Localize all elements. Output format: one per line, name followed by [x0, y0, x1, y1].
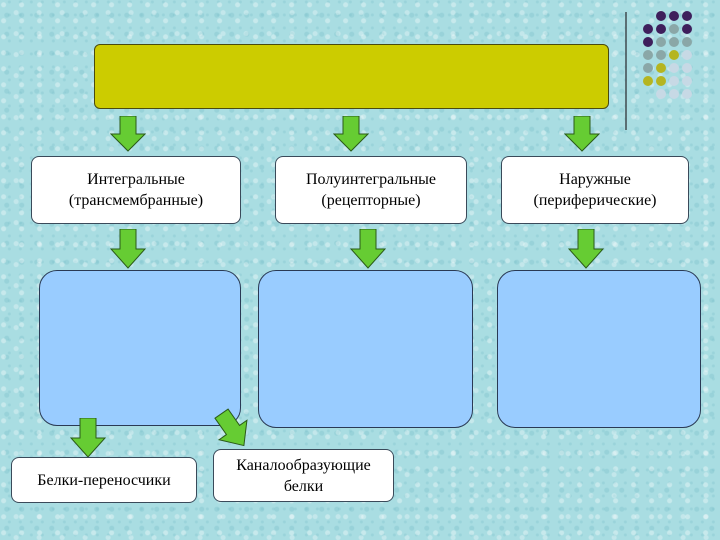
decorative-dot [643, 63, 653, 73]
decorative-dot [682, 37, 692, 47]
decorative-dot [656, 89, 666, 99]
decorative-dot [669, 37, 679, 47]
decorative-dot [656, 50, 666, 60]
decorative-dot [643, 37, 653, 47]
integral-panel [39, 270, 241, 426]
decorative-dot [682, 11, 692, 21]
title-box [94, 44, 609, 109]
decorative-dot [682, 76, 692, 86]
category-integral-box: Интегральные (трансмембранные) [31, 156, 241, 224]
decorative-dot [643, 76, 653, 86]
decorative-dot [669, 63, 679, 73]
arrow-down-icon [333, 116, 369, 152]
decorative-dot [656, 11, 666, 21]
arrow-down-icon [564, 116, 600, 152]
category-semi-integral-box: Полуинтегральные (рецепторные) [275, 156, 467, 224]
arrow-down-icon [110, 116, 146, 152]
subtype-carrier-proteins-box: Белки-переносчики [11, 457, 197, 503]
decorative-dot [656, 24, 666, 34]
decorative-dot [669, 11, 679, 21]
decorative-dot [669, 50, 679, 60]
arrow-down-icon [350, 229, 386, 269]
decorative-dot [643, 50, 653, 60]
decorative-dot [682, 24, 692, 34]
decorative-dot [682, 50, 692, 60]
subtype-channel-proteins-box: Каналообразующие белки [213, 449, 394, 502]
decorative-dot [682, 63, 692, 73]
decorative-dot [669, 76, 679, 86]
arrow-down-icon [568, 229, 604, 269]
decorative-dot [669, 89, 679, 99]
arrow-down-icon [70, 418, 106, 458]
decorative-dot [669, 24, 679, 34]
category-peripheral-box: Наружные (периферические) [501, 156, 689, 224]
decorative-dot [656, 76, 666, 86]
decorative-dot [656, 63, 666, 73]
arrow-down-icon [110, 229, 146, 269]
peripheral-panel [497, 270, 701, 428]
decorative-dot [682, 89, 692, 99]
decorative-dot [643, 24, 653, 34]
decorative-dot [656, 37, 666, 47]
arrow-diagonal-icon [214, 408, 248, 447]
semi-integral-panel [258, 270, 473, 428]
